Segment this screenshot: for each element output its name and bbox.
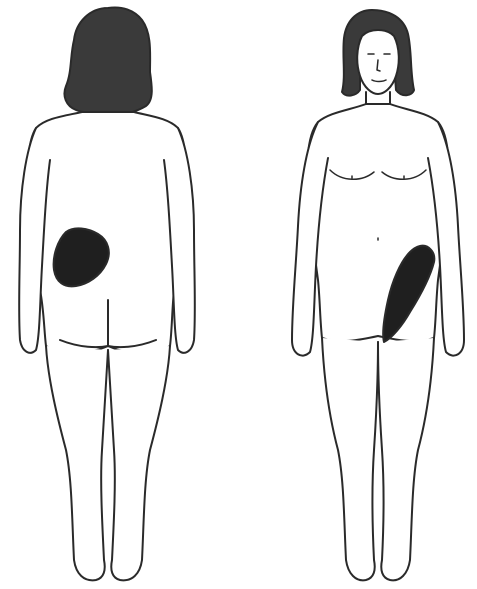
front-view-figure — [292, 10, 464, 580]
front-view-right-side-leg — [322, 338, 378, 580]
front-view-torso — [307, 104, 448, 341]
front-view-left-side-leg — [378, 338, 434, 580]
back-view-right-leg — [108, 346, 170, 580]
back-view-figure — [19, 8, 195, 581]
back-view-hair — [64, 8, 151, 115]
back-view-left-leg — [46, 346, 108, 580]
